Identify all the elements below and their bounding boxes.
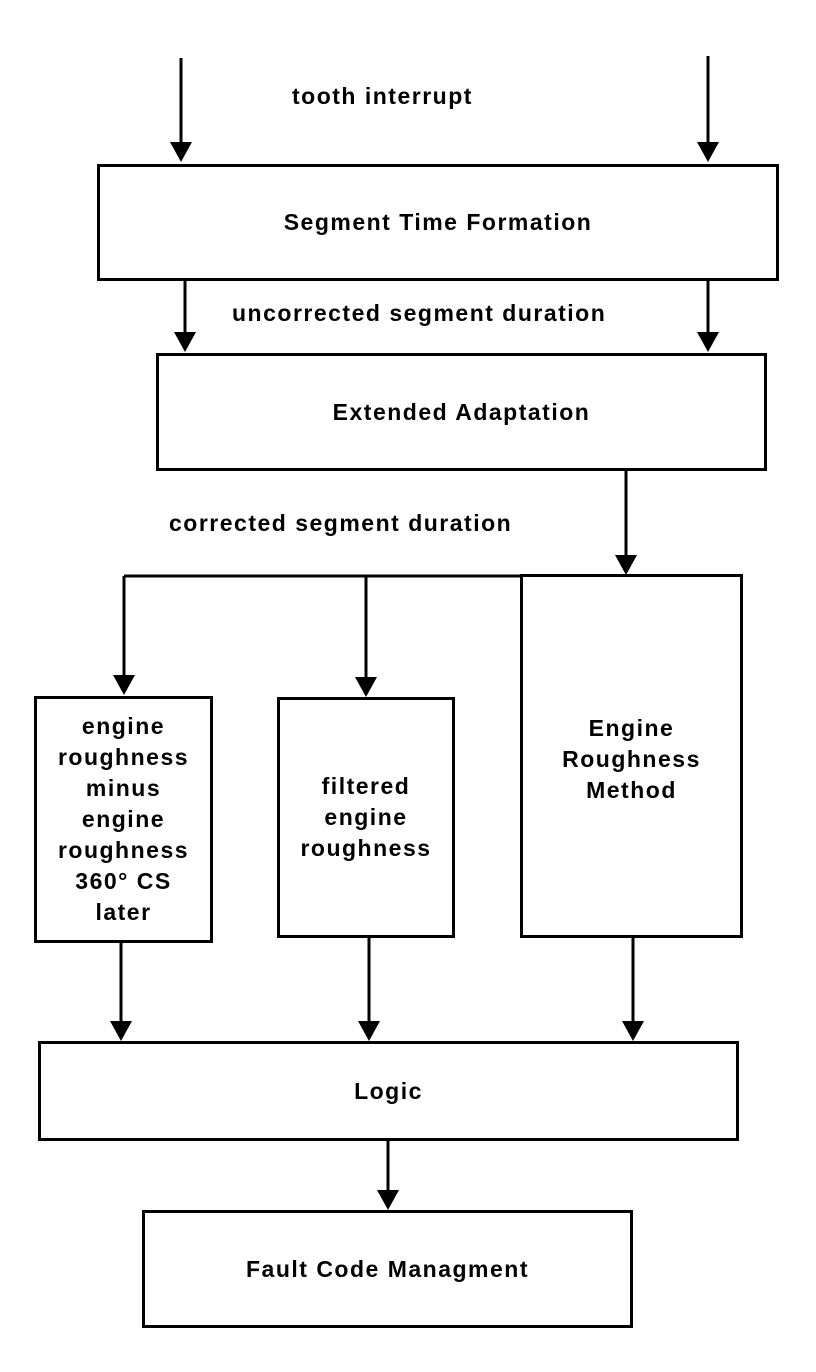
- block-logic-label: Logic: [354, 1077, 423, 1104]
- arrowhead-to-roughness-minus: [113, 675, 135, 695]
- arrowhead-tooth-right: [697, 142, 719, 162]
- arrowhead-method-to-logic: [622, 1021, 644, 1041]
- block-roughness-method-label: Engine Roughness Method: [562, 715, 701, 803]
- arrowhead-filtered-to-logic: [358, 1021, 380, 1041]
- arrowhead-uncorrected-left: [174, 332, 196, 352]
- arrowhead-logic-to-fault: [377, 1190, 399, 1210]
- arrowhead-minus-to-logic: [110, 1021, 132, 1041]
- block-roughness-method: Engine Roughness Method: [520, 574, 743, 938]
- block-extended-adaptation: Extended Adaptation: [156, 353, 767, 471]
- block-roughness-minus-360: engine roughness minus engine roughness …: [34, 696, 213, 943]
- block-fault-code-management-label: Fault Code Managment: [245, 1255, 529, 1282]
- block-logic: Logic: [38, 1041, 739, 1141]
- block-roughness-minus-360-label: engine roughness minus engine roughness …: [57, 713, 190, 925]
- block-filtered-roughness: filtered engine roughness: [277, 697, 455, 938]
- label-uncorrected-segment-duration: uncorrected segment duration: [232, 300, 607, 326]
- block-extended-adaptation-label: Extended Adaptation: [332, 398, 591, 425]
- arrowhead-tooth-left: [170, 142, 192, 162]
- block-fault-code-management: Fault Code Managment: [142, 1210, 633, 1328]
- arrowhead-uncorrected-right: [697, 332, 719, 352]
- block-filtered-roughness-label: filtered engine roughness: [300, 773, 432, 861]
- block-segment-time-formation-label: Segment Time Formation: [283, 209, 593, 235]
- arrowhead-corrected-down: [615, 555, 637, 575]
- label-tooth-interrupt: tooth interrupt: [292, 83, 473, 109]
- block-segment-time-formation: Segment Time Formation: [97, 164, 779, 281]
- label-corrected-segment-duration: corrected segment duration: [169, 510, 513, 536]
- arrowhead-to-filtered: [355, 677, 377, 697]
